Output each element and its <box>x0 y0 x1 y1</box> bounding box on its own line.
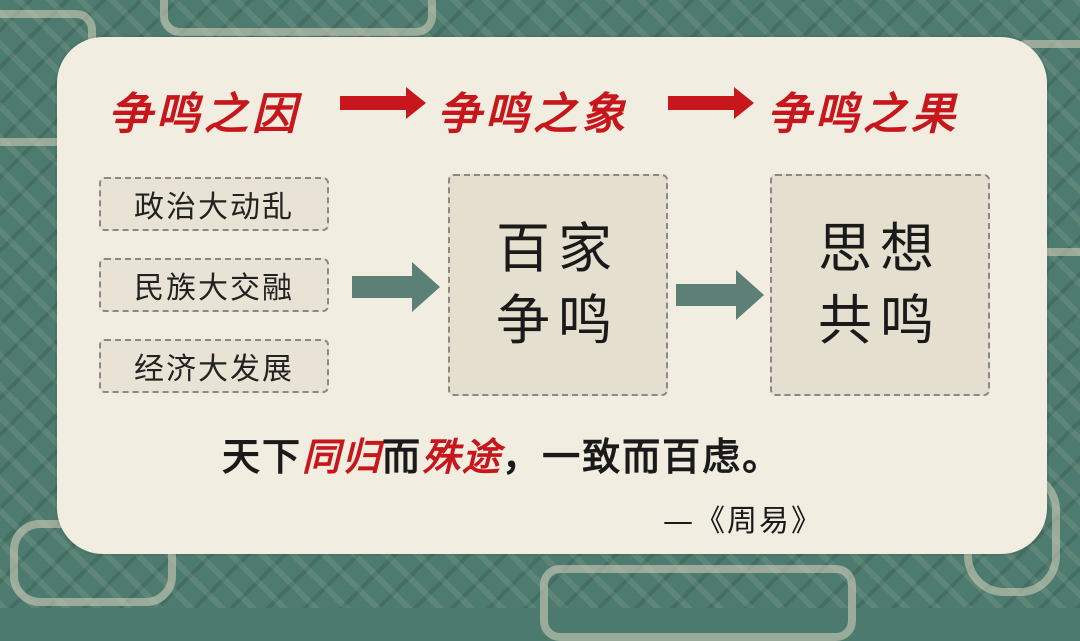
phenomenon-line: 争鸣 <box>496 289 620 352</box>
quote-part: ，一致而百虑。 <box>502 434 783 479</box>
quote-text: 天下同归而殊途，一致而百虑。 <box>222 426 782 481</box>
phenomenon-title: 争鸣之象 <box>437 89 629 140</box>
cause-item: 经济大发展 <box>99 339 329 393</box>
result-line: 共鸣 <box>818 289 942 352</box>
cause-item: 政治大动乱 <box>99 177 329 231</box>
quote-part: 而 <box>382 434 423 479</box>
cause-item: 民族大交融 <box>99 258 329 312</box>
quote-part: 天下 <box>222 434 303 479</box>
decorative-pattern <box>540 565 856 641</box>
result-box: 思想 共鸣 <box>770 174 990 396</box>
quote-highlight: 同归 <box>302 434 383 479</box>
green-arrow-icon <box>352 262 440 312</box>
quote-source: —《周易》 <box>663 504 823 539</box>
quote-highlight: 殊途 <box>422 434 503 479</box>
phenomenon-box: 百家 争鸣 <box>448 174 668 396</box>
green-arrow-icon <box>676 270 764 320</box>
phenomenon-line: 百家 <box>496 217 620 280</box>
red-arrow-icon <box>340 87 426 119</box>
decorative-pattern <box>160 0 436 36</box>
red-arrow-icon <box>668 87 754 119</box>
result-line: 思想 <box>818 217 942 280</box>
result-title: 争鸣之果 <box>767 89 959 140</box>
cause-title: 争鸣之因 <box>108 89 300 140</box>
